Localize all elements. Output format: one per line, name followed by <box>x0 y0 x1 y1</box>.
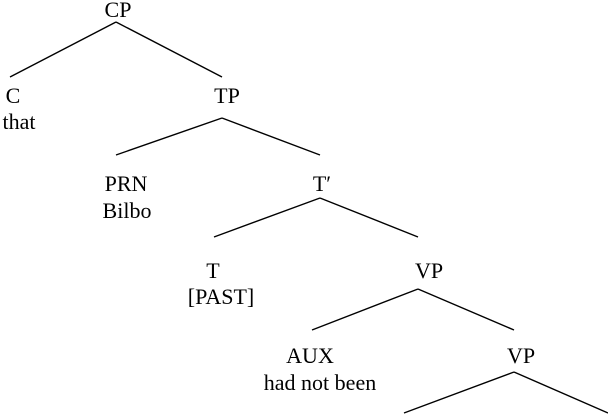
node-vp-lower: VP <box>506 343 536 368</box>
branch-tbar-vp <box>319 197 419 238</box>
branch-cp-c <box>9 21 117 78</box>
node-aux: AUX <box>286 343 334 368</box>
branch-vp2-left <box>403 371 515 414</box>
word-past: [PAST] <box>187 284 255 309</box>
node-c: C <box>5 83 21 108</box>
branch-tp-tbar <box>221 117 321 156</box>
branch-vp-vp <box>417 288 515 331</box>
branch-tp-prn <box>115 117 223 156</box>
word-that: that <box>2 109 36 134</box>
node-cp: CP <box>104 0 132 22</box>
branch-tbar-t <box>213 197 321 238</box>
node-vp-upper: VP <box>414 258 444 283</box>
word-bilbo: Bilbo <box>102 198 152 223</box>
branch-vp-aux <box>311 288 419 331</box>
node-tp: TP <box>214 83 240 108</box>
branch-vp2-right <box>513 371 608 414</box>
node-t: T <box>206 258 220 283</box>
word-had-not-been: had not been <box>263 370 377 395</box>
node-prn: PRN <box>104 171 148 196</box>
node-tbar: T′ <box>312 171 332 196</box>
branch-cp-tp <box>115 21 223 78</box>
